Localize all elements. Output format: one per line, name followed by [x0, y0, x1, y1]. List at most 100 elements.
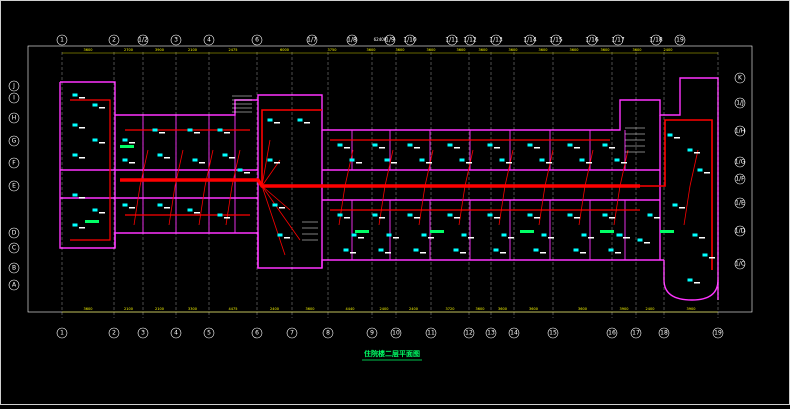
top-dim-value: 3600: [367, 48, 376, 52]
top-dim-value: 3750: [328, 48, 337, 52]
top-axis-label: 1/12: [463, 37, 477, 44]
wire-drop: [584, 149, 594, 187]
fixture-tag: [304, 122, 310, 124]
top-axis-bubble: [550, 34, 562, 46]
fixture-tag: [494, 217, 500, 219]
bottom-axis-bubble: [56, 327, 68, 339]
fixture-tag: [694, 282, 700, 284]
light-fixtures: [72, 93, 715, 284]
top-dim-value: 3600: [633, 48, 642, 52]
left-axis-label: A: [12, 282, 17, 289]
bottom-dim-value: 2400: [646, 307, 655, 311]
fixture-tag: [704, 172, 710, 174]
light-fixture: [421, 233, 427, 237]
fixture-tag: [588, 237, 594, 239]
light-fixture: [614, 158, 620, 162]
fixture-tag: [615, 252, 621, 254]
fixture-tag: [159, 132, 165, 134]
left-axis-bubble: [8, 92, 20, 104]
bottom-axis-label: 7: [290, 330, 294, 337]
bottom-axis-label: 1: [60, 330, 64, 337]
light-fixture: [272, 203, 278, 207]
bottom-dim-value: 3600: [578, 307, 587, 311]
top-axis-label: 4: [207, 37, 211, 44]
top-axis-label: 1/9: [385, 37, 395, 44]
wire-drop: [689, 149, 699, 187]
fixture-tag: [454, 147, 460, 149]
bottom-axis-bubble: [712, 327, 724, 339]
fixture-tag: [494, 147, 500, 149]
right-axis-label: 1/J: [736, 100, 744, 107]
wire-drop: [204, 149, 214, 187]
light-fixture: [602, 213, 608, 217]
left-axis-label: B: [12, 265, 16, 272]
light-fixture: [487, 213, 493, 217]
fixture-tag: [624, 237, 630, 239]
fixture-tag: [621, 162, 627, 164]
top-axis-label: 1/15: [549, 37, 563, 44]
right-axis-label: K: [738, 75, 743, 82]
fixture-tag: [586, 162, 592, 164]
fixture-tag: [393, 237, 399, 239]
top-axis-label: 1/14: [523, 37, 537, 44]
light-fixture: [687, 148, 693, 152]
wire-drop: [418, 185, 426, 226]
wire-drop: [544, 149, 554, 187]
fixture-tag: [460, 252, 466, 254]
left-axis-bubble: [8, 157, 20, 169]
left-axis-bubble: [8, 279, 20, 291]
left-axis-label: D: [12, 230, 17, 237]
fixture-tag: [679, 207, 685, 209]
light-fixture: [297, 118, 303, 122]
fixture-tag: [540, 252, 546, 254]
light-fixture: [487, 143, 493, 147]
right-axis-bubble: [734, 72, 746, 84]
bottom-dim-value: 3900: [687, 307, 696, 311]
fixture-tag: [644, 242, 650, 244]
light-fixture: [217, 213, 223, 217]
fixture-tag: [274, 122, 280, 124]
top-dim-value: 3600: [84, 48, 93, 52]
bottom-axis-label: 18: [660, 330, 668, 337]
light-fixture: [527, 143, 533, 147]
top-axis-label: 1/8: [347, 37, 357, 44]
bottom-axis-label: 9: [370, 330, 374, 337]
fixture-tag: [99, 212, 105, 214]
light-fixture: [493, 248, 499, 252]
fixture-tag: [428, 237, 434, 239]
left-axis-bubble: [8, 135, 20, 147]
light-fixture: [92, 208, 98, 212]
light-fixture: [527, 213, 533, 217]
fixture-tag: [694, 152, 700, 154]
top-axis-label: 1/11: [445, 37, 459, 44]
light-fixture: [647, 213, 653, 217]
right-axis-bubble: [734, 97, 746, 109]
top-dim-value: 3900: [155, 48, 164, 52]
left-axis-bubble: [8, 180, 20, 192]
wire-drop: [174, 149, 184, 187]
light-fixture: [72, 123, 78, 127]
wire-drop: [168, 185, 176, 226]
wire-drop: [261, 185, 301, 241]
fixture-tag: [199, 162, 205, 164]
top-axis-label: 3: [174, 37, 178, 44]
top-axis-label: 1: [60, 37, 64, 44]
light-fixture: [501, 233, 507, 237]
drawing-title: 住院楼二层平面图: [364, 349, 420, 358]
bottom-axis-label: 13: [487, 330, 495, 337]
left-axis-label: H: [12, 115, 17, 122]
top-axis-bubble: [203, 34, 215, 46]
fixture-tag: [414, 147, 420, 149]
top-axis-bubble: [464, 34, 476, 46]
bottom-axis-bubble: [658, 327, 670, 339]
light-fixture: [413, 248, 419, 252]
top-dim-value: 2700: [124, 48, 133, 52]
light-fixture: [351, 233, 357, 237]
wire-drop: [504, 149, 514, 187]
light-fixture: [152, 128, 158, 132]
fixture-tag: [548, 237, 554, 239]
light-fixture: [343, 248, 349, 252]
left-axis-bubble: [8, 242, 20, 254]
